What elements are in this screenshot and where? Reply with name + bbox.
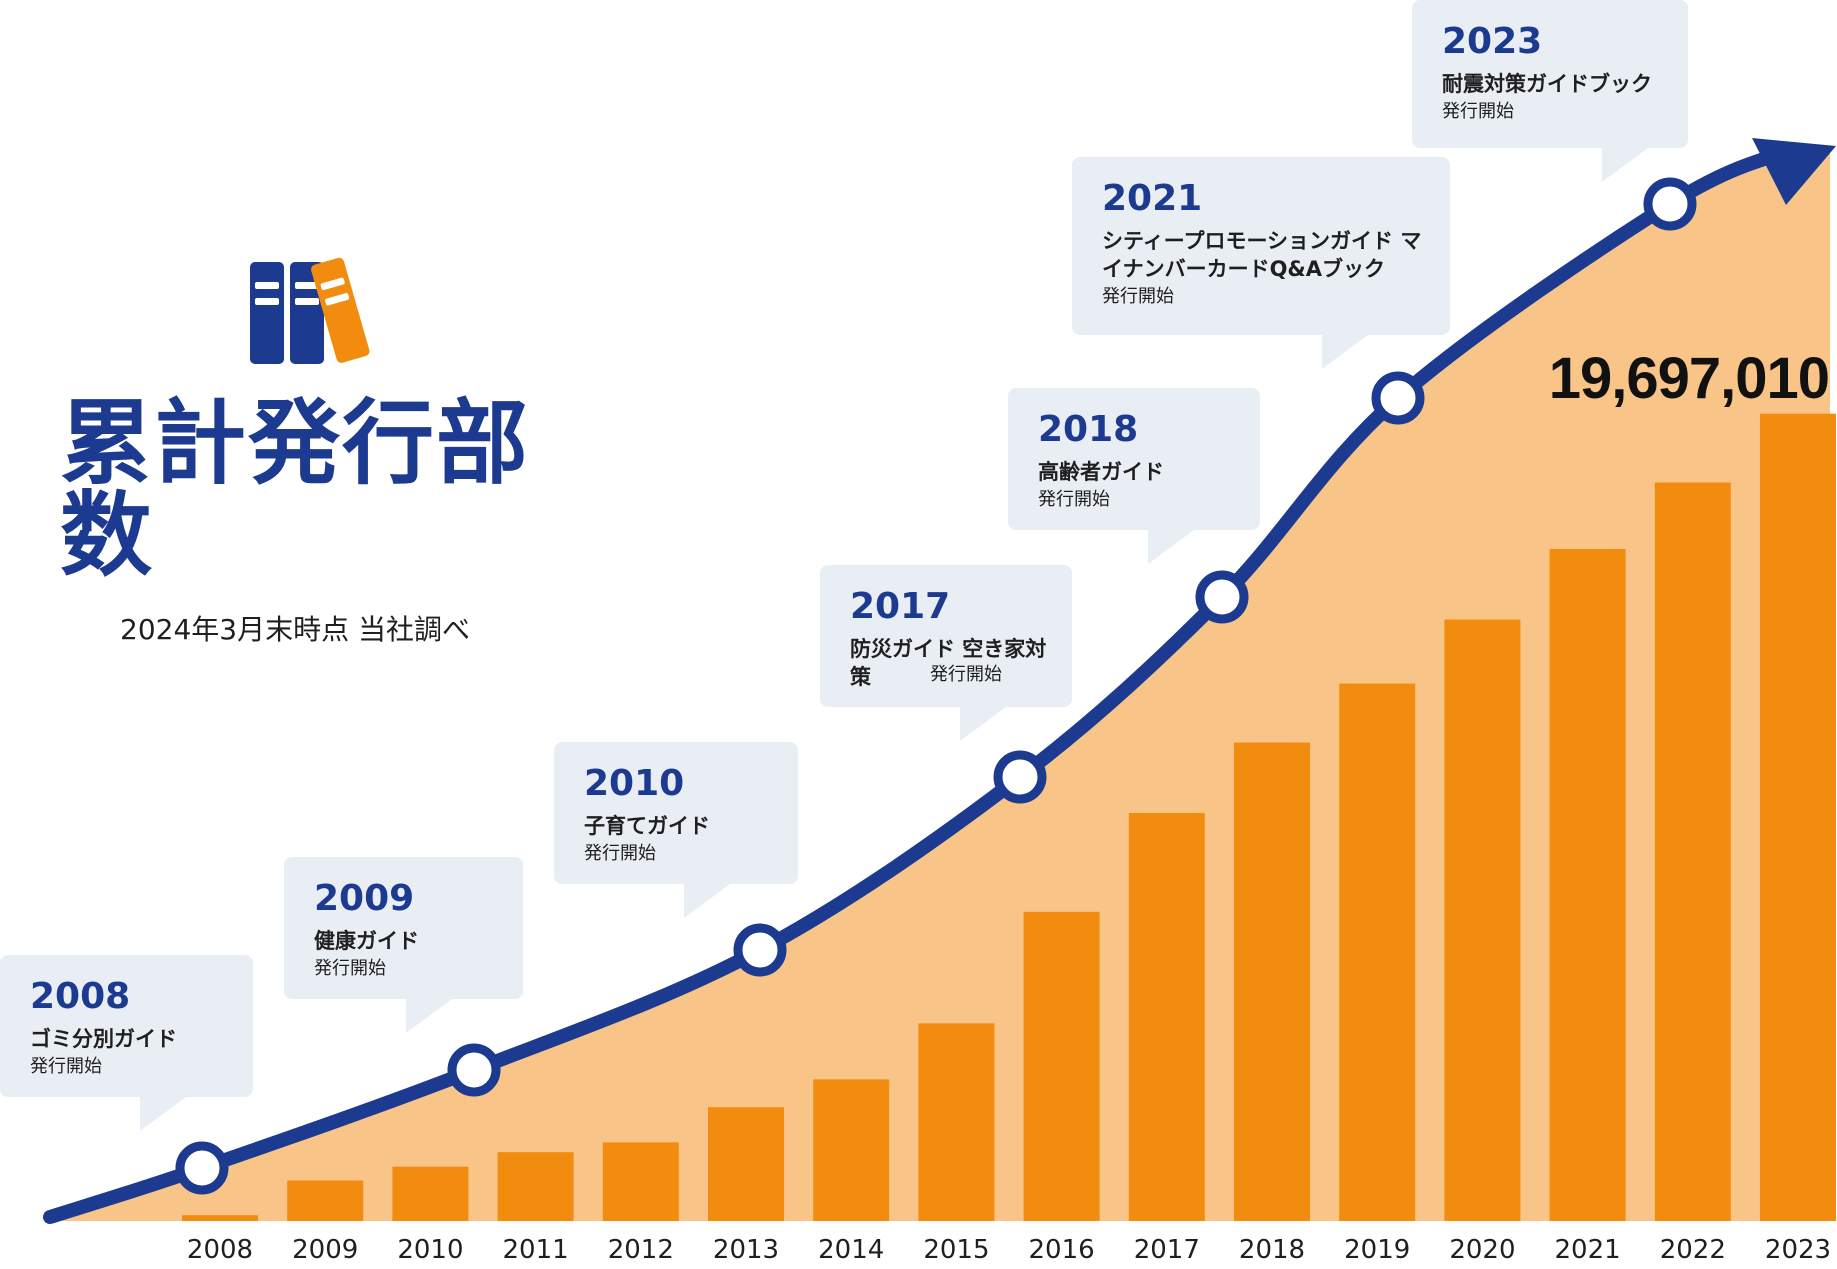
- x-tick-2015: 2015: [923, 1235, 989, 1265]
- x-axis-ticks: 2008 2009 2010 2011 2012 2013 2014 2015 2016 2017…: [187, 1235, 1831, 1265]
- milestone-marker-2010: [733, 923, 787, 977]
- x-tick-2022: 2022: [1660, 1235, 1726, 1265]
- milestone-marker-2009: [447, 1043, 501, 1097]
- milestone-guide: ゴミ分別ガイド: [30, 1026, 177, 1051]
- milestone-callout-2018: 2018 高齢者ガイド 発行開始: [1008, 388, 1260, 564]
- milestone-guide: 高齢者ガイド: [1038, 459, 1164, 484]
- books-icon: [250, 256, 600, 364]
- x-tick-2009: 2009: [292, 1235, 358, 1265]
- milestone-marker-2018: [1195, 570, 1249, 624]
- milestone-year: 2018: [1038, 409, 1139, 450]
- bar-2016: [1023, 911, 1100, 1221]
- bar-2020: [1444, 619, 1521, 1221]
- milestone-year: 2021: [1102, 178, 1203, 219]
- milestone-callout-2023: 2023 耐震対策ガイドブック 発行開始: [1412, 0, 1688, 182]
- bar-2021: [1549, 549, 1626, 1221]
- milestone-start: 発行開始: [1038, 488, 1110, 510]
- x-tick-2013: 2013: [713, 1235, 779, 1265]
- milestone-guide: シティープロモーションガイド マイナンバーカードQ&Aブック: [1102, 228, 1422, 281]
- milestone-start: 発行開始: [314, 957, 386, 979]
- bar-2023: [1760, 413, 1836, 1221]
- milestone-start: 発行開始: [1442, 100, 1514, 122]
- x-tick-2018: 2018: [1239, 1235, 1305, 1265]
- bars-group: [182, 413, 1836, 1221]
- milestone-guide: 子育てガイド: [584, 813, 710, 838]
- milestone-start: 発行開始: [30, 1055, 102, 1077]
- chart-title: 累計発行部数: [60, 390, 531, 589]
- milestone-year: 2009: [314, 878, 415, 919]
- milestone-callout-2010: 2010 子育てガイド 発行開始: [554, 742, 798, 918]
- x-tick-2011: 2011: [503, 1235, 569, 1265]
- bar-2015: [918, 1023, 995, 1221]
- chart-subtitle: 2024年3月末時点 当社調べ: [120, 613, 470, 646]
- bar-2022: [1654, 482, 1731, 1221]
- bar-2019: [1339, 683, 1416, 1221]
- x-tick-2019: 2019: [1344, 1235, 1410, 1265]
- x-tick-2014: 2014: [818, 1235, 884, 1265]
- bar-2013: [708, 1107, 784, 1221]
- x-tick-2010: 2010: [397, 1235, 463, 1265]
- milestone-year: 2023: [1442, 21, 1543, 62]
- bar-2009: [287, 1180, 364, 1221]
- bar-2008: [182, 1215, 258, 1221]
- x-tick-2020: 2020: [1449, 1235, 1515, 1265]
- x-tick-2008: 2008: [187, 1235, 253, 1265]
- x-tick-2016: 2016: [1029, 1235, 1095, 1265]
- x-tick-2021: 2021: [1555, 1235, 1621, 1265]
- milestone-guide: 耐震対策ガイドブック: [1442, 71, 1652, 96]
- growth-arrowhead: [1752, 138, 1836, 205]
- x-tick-2012: 2012: [608, 1235, 674, 1265]
- milestone-marker-2023: [1643, 177, 1697, 231]
- bar-2018: [1234, 742, 1310, 1221]
- milestone-markers: [175, 177, 1697, 1195]
- x-tick-2017: 2017: [1134, 1235, 1200, 1265]
- milestone-callout-2021: 2021 シティープロモーションガイド マイナンバーカードQ&Aブック 発行開始: [1072, 157, 1450, 369]
- milestone-year: 2017: [850, 586, 951, 627]
- milestone-guide: 防災ガイド 空き家対策: [850, 636, 1047, 689]
- x-tick-2023: 2023: [1765, 1235, 1831, 1265]
- bar-2010: [392, 1166, 469, 1221]
- milestone-callout-2009: 2009 健康ガイド 発行開始: [284, 857, 523, 1033]
- total-value-label: 19,697,010: [1548, 346, 1830, 411]
- title-block: 累計発行部数 2024年3月末時点 当社調べ: [60, 256, 600, 648]
- bar-2017: [1128, 813, 1205, 1221]
- milestone-marker-2008: [175, 1141, 229, 1195]
- milestone-guide: 健康ガイド: [314, 928, 419, 953]
- bar-2012: [602, 1142, 679, 1221]
- milestone-start: 発行開始: [584, 842, 656, 864]
- milestone-marker-2017: [993, 750, 1047, 804]
- milestone-year: 2010: [584, 763, 685, 804]
- milestone-callout-2017: 2017 防災ガイド 空き家対策 発行開始: [820, 565, 1072, 741]
- bar-2014: [813, 1079, 890, 1221]
- milestone-marker-2021: [1371, 371, 1425, 425]
- milestone-year: 2008: [30, 976, 131, 1017]
- milestone-callout-2008: 2008 ゴミ分別ガイド 発行開始: [0, 955, 253, 1131]
- milestone-start: 発行開始: [1102, 286, 1174, 308]
- bar-2011: [497, 1152, 574, 1221]
- milestone-start: 発行開始: [930, 664, 1002, 686]
